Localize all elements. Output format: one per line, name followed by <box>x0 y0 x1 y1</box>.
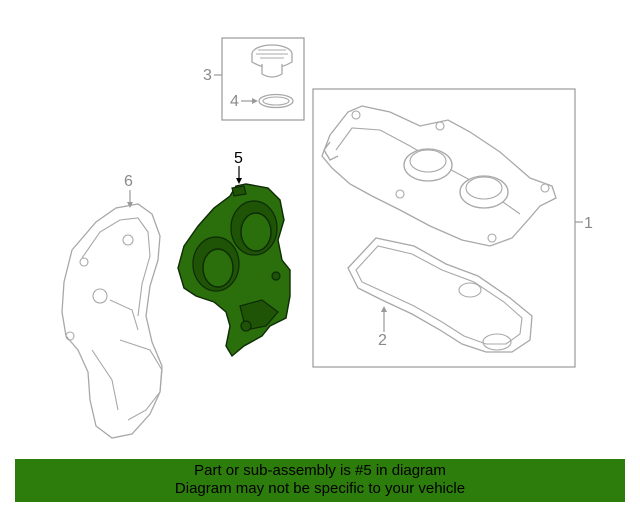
callout-4[interactable]: 4 <box>230 93 239 110</box>
banner-line-1: Part or sub-assembly is #5 in diagram <box>194 462 446 479</box>
oil-filler-cap <box>251 44 293 78</box>
timing-cover <box>61 203 163 439</box>
banner-line-2: Diagram may not be specific to your vehi… <box>174 480 466 497</box>
upper-timing-cover-highlighted[interactable] <box>177 183 291 358</box>
cap-seal <box>258 93 294 109</box>
valve-cover-gasket <box>347 237 533 353</box>
valve-cover <box>321 105 557 247</box>
callout-5[interactable]: 5 <box>234 150 243 167</box>
part-info-banner: Part or sub-assembly is #5 in diagram Di… <box>15 459 625 502</box>
valve-cover-box <box>312 88 576 368</box>
callout-1[interactable]: 1 <box>584 215 593 232</box>
cap-group-box <box>221 37 305 121</box>
callout-6[interactable]: 6 <box>124 173 133 190</box>
parts-diagram: 3 4 1 2 6 <box>61 37 593 439</box>
callout-3[interactable]: 3 <box>203 67 212 84</box>
callout-2[interactable]: 2 <box>378 332 387 349</box>
